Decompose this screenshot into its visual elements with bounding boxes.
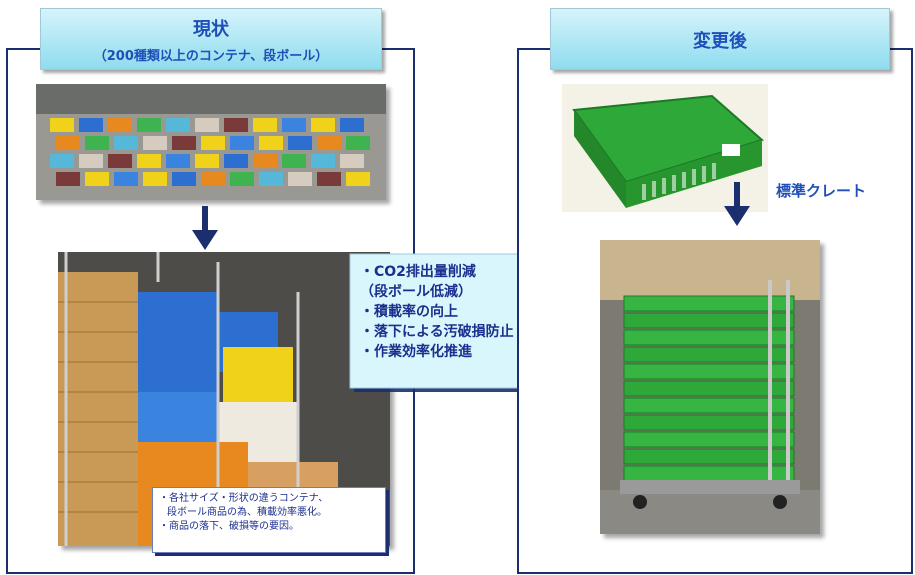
crate-shape bbox=[224, 118, 248, 132]
benefit-damage-prevention: ・落下による汚破損防止 bbox=[360, 324, 514, 340]
crate-shape bbox=[288, 136, 312, 150]
crate-shape bbox=[172, 136, 196, 150]
crate-shape bbox=[195, 118, 219, 132]
down-arrow-icon bbox=[724, 182, 750, 226]
benefit-loading-rate: ・積載率の向上 bbox=[360, 304, 458, 320]
note-line-3: ・商品の落下、破損等の要因。 bbox=[159, 521, 299, 532]
crate-shape bbox=[137, 154, 161, 168]
standard-crate-photo bbox=[562, 84, 768, 212]
crate-shape bbox=[166, 118, 190, 132]
current-state-banner: 現状 （200種類以上のコンテナ、段ボール） bbox=[40, 8, 382, 70]
green-crate-shape bbox=[623, 448, 795, 465]
crate-shape bbox=[195, 154, 219, 168]
crate-shape bbox=[201, 136, 225, 150]
green-crate-shape bbox=[623, 346, 795, 363]
green-crate-shape bbox=[623, 414, 795, 431]
crate-shape bbox=[114, 172, 138, 186]
various-containers-photo bbox=[36, 84, 386, 200]
crate-shape bbox=[253, 154, 277, 168]
crate-shape bbox=[259, 172, 283, 186]
crate-shape bbox=[346, 172, 370, 186]
crate-shape bbox=[56, 136, 80, 150]
crate-shape bbox=[317, 136, 341, 150]
current-issues-note: ・各社サイズ・形状の違うコンテナ、 段ボール商品の為、積載効率悪化。 ・商品の落… bbox=[152, 487, 386, 553]
crate-shape bbox=[259, 136, 283, 150]
green-crate-shape bbox=[623, 397, 795, 414]
after-change-banner: 変更後 bbox=[550, 8, 890, 70]
standard-crate-image bbox=[572, 94, 765, 208]
crate-shape bbox=[346, 136, 370, 150]
crate-shape bbox=[201, 172, 225, 186]
standard-crate-stack-image bbox=[600, 240, 820, 534]
crate-shape bbox=[282, 154, 306, 168]
crate-shape bbox=[56, 172, 80, 186]
crate-shape bbox=[143, 172, 167, 186]
benefit-efficiency: ・作業効率化推進 bbox=[360, 344, 472, 360]
note-line-2: 段ボール商品の為、積載効率悪化。 bbox=[167, 507, 327, 518]
crate-shape bbox=[311, 154, 335, 168]
crate-shape bbox=[143, 136, 167, 150]
standard-crate-stack-photo bbox=[600, 240, 820, 534]
green-crate-shape bbox=[623, 295, 795, 312]
crate-shape bbox=[85, 172, 109, 186]
crate-shape bbox=[85, 136, 109, 150]
current-state-title: 現状 bbox=[193, 19, 229, 40]
benefit-cardboard: （段ボール低減） bbox=[360, 284, 472, 300]
benefit-co2: ・CO2排出量削減 bbox=[360, 264, 476, 280]
crate-shape bbox=[108, 154, 132, 168]
crate-shape bbox=[224, 154, 248, 168]
green-crate-shape bbox=[623, 431, 795, 448]
crate-shape bbox=[311, 118, 335, 132]
crate-shape bbox=[108, 118, 132, 132]
crate-shape bbox=[50, 154, 74, 168]
crate-shape bbox=[172, 172, 196, 186]
crate-shape bbox=[79, 118, 103, 132]
green-crate-shape bbox=[623, 363, 795, 380]
crate-shape bbox=[253, 118, 277, 132]
note-line-1: ・各社サイズ・形状の違うコンテナ、 bbox=[159, 493, 329, 504]
crate-shape bbox=[230, 172, 254, 186]
various-containers-image bbox=[36, 84, 386, 200]
crate-shape bbox=[230, 136, 254, 150]
crate-shape bbox=[50, 118, 74, 132]
benefits-list: ・CO2排出量削減 （段ボール低減） ・積載率の向上 ・落下による汚破損防止 ・… bbox=[360, 262, 580, 362]
crate-shape bbox=[114, 136, 138, 150]
standard-crate-label: 標準クレート bbox=[776, 182, 867, 200]
green-crate-shape bbox=[623, 312, 795, 329]
crate-shape bbox=[282, 118, 306, 132]
crate-shape bbox=[79, 154, 103, 168]
green-crate-shape bbox=[623, 380, 795, 397]
crate-shape bbox=[340, 154, 364, 168]
crate-shape bbox=[317, 172, 341, 186]
current-state-subtitle: （200種類以上のコンテナ、段ボール） bbox=[93, 49, 329, 64]
crate-shape bbox=[137, 118, 161, 132]
down-arrow-icon bbox=[192, 206, 218, 250]
crate-shape bbox=[288, 172, 312, 186]
crate-shape bbox=[340, 118, 364, 132]
after-change-title: 変更後 bbox=[693, 31, 747, 52]
green-crate-shape bbox=[623, 329, 795, 346]
crate-shape bbox=[166, 154, 190, 168]
